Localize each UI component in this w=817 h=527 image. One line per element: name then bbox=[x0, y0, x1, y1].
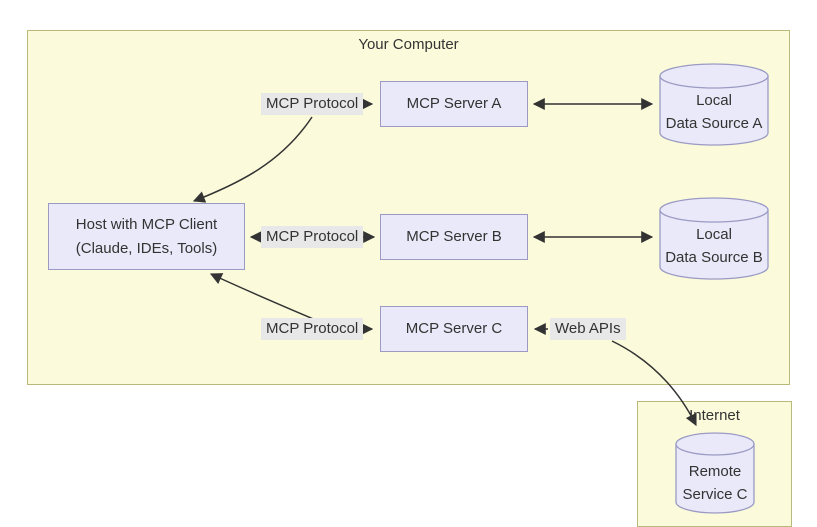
mcp-server-c-label: MCP Server C bbox=[405, 320, 503, 337]
edge-protocol-a-to-host bbox=[192, 116, 313, 203]
local-data-source-a-cylinder bbox=[659, 63, 769, 146]
host-label-line1: Host with MCP Client bbox=[75, 215, 218, 233]
your-computer-title: Your Computer bbox=[358, 36, 459, 53]
edge-label-mcp-protocol-b: MCP Protocol bbox=[261, 226, 364, 248]
local-data-source-a-label: Local Data Source A bbox=[665, 92, 763, 132]
internet-title: Internet bbox=[689, 407, 740, 424]
remote-service-c-label: Remote Service C bbox=[682, 463, 748, 503]
edge-label-web-apis: Web APIs bbox=[550, 318, 626, 340]
edge-protocol-c-to-host bbox=[209, 273, 319, 322]
mcp-server-a-label: MCP Server A bbox=[406, 95, 502, 112]
host-label-line2: (Claude, IDEs, Tools) bbox=[75, 239, 218, 257]
remote-service-c-cylinder bbox=[675, 432, 755, 514]
mcp-server-b-box: MCP Server B bbox=[380, 214, 528, 260]
local-data-source-b-cylinder bbox=[659, 197, 769, 280]
mcp-server-a-box: MCP Server A bbox=[380, 81, 528, 127]
host-box: Host with MCP Client (Claude, IDEs, Tool… bbox=[48, 203, 245, 270]
edge-label-mcp-protocol-c: MCP Protocol bbox=[261, 318, 364, 340]
edge-web-apis-to-remote-c bbox=[611, 340, 697, 427]
mcp-server-b-label: MCP Server B bbox=[406, 228, 502, 245]
mcp-server-c-box: MCP Server C bbox=[380, 306, 528, 352]
edge-label-mcp-protocol-a: MCP Protocol bbox=[261, 93, 364, 115]
local-data-source-b-label: Local Data Source B bbox=[665, 226, 763, 266]
